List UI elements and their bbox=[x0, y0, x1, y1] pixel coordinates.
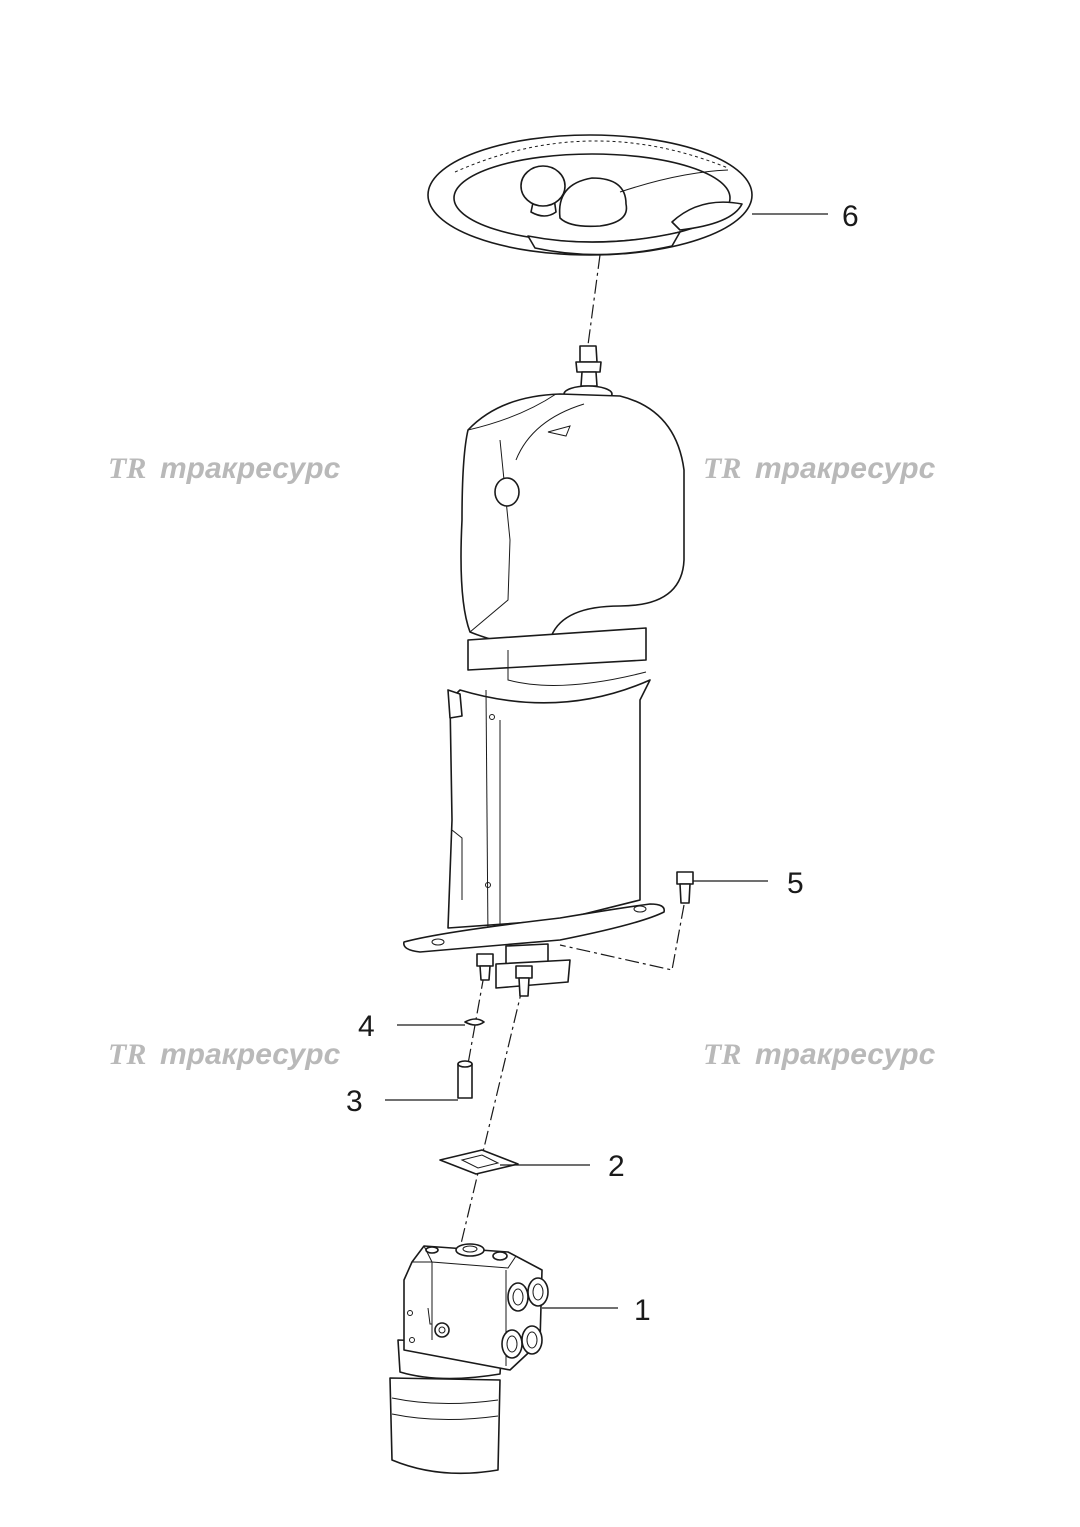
watermark-bottom-right: TR тракресурс bbox=[703, 1038, 936, 1071]
callout-6: 6 bbox=[752, 200, 859, 233]
callout-number: 4 bbox=[358, 1010, 375, 1043]
flange-bolts bbox=[476, 953, 533, 997]
steering-column bbox=[403, 345, 685, 989]
callout-3: 3 bbox=[346, 1085, 458, 1118]
callout-number: 2 bbox=[608, 1150, 625, 1183]
bolt-5 bbox=[676, 871, 694, 904]
watermark-text: тракресурс bbox=[160, 452, 341, 485]
callout-1: 1 bbox=[542, 1294, 651, 1327]
steering-control-unit-1 bbox=[389, 1243, 549, 1475]
watermark-top-left: TR тракресурс bbox=[108, 452, 341, 485]
callout-2: 2 bbox=[500, 1150, 625, 1183]
watermark-logo: TR bbox=[108, 1038, 146, 1071]
watermark-text: тракресурс bbox=[755, 1038, 936, 1071]
watermark-bottom-left: TR тракресурс bbox=[108, 1038, 341, 1071]
watermark-text: тракресурс bbox=[160, 1038, 341, 1071]
watermark-logo: TR bbox=[108, 452, 146, 485]
watermark-logo: TR bbox=[703, 452, 741, 485]
callout-number: 1 bbox=[634, 1294, 651, 1327]
callout-number: 5 bbox=[787, 867, 804, 900]
steering-wheel bbox=[427, 134, 753, 256]
callout-number: 6 bbox=[842, 200, 859, 233]
watermark-top-right: TR тракресурс bbox=[703, 452, 936, 485]
gasket-2 bbox=[439, 1149, 519, 1175]
callout-4: 4 bbox=[358, 1010, 465, 1043]
sleeve-3 bbox=[457, 1060, 473, 1099]
watermark-logo: TR bbox=[703, 1038, 741, 1071]
key-4 bbox=[464, 1018, 485, 1026]
callout-number: 3 bbox=[346, 1085, 363, 1118]
callout-5: 5 bbox=[693, 867, 804, 900]
watermark-text: тракресурс bbox=[755, 452, 936, 485]
